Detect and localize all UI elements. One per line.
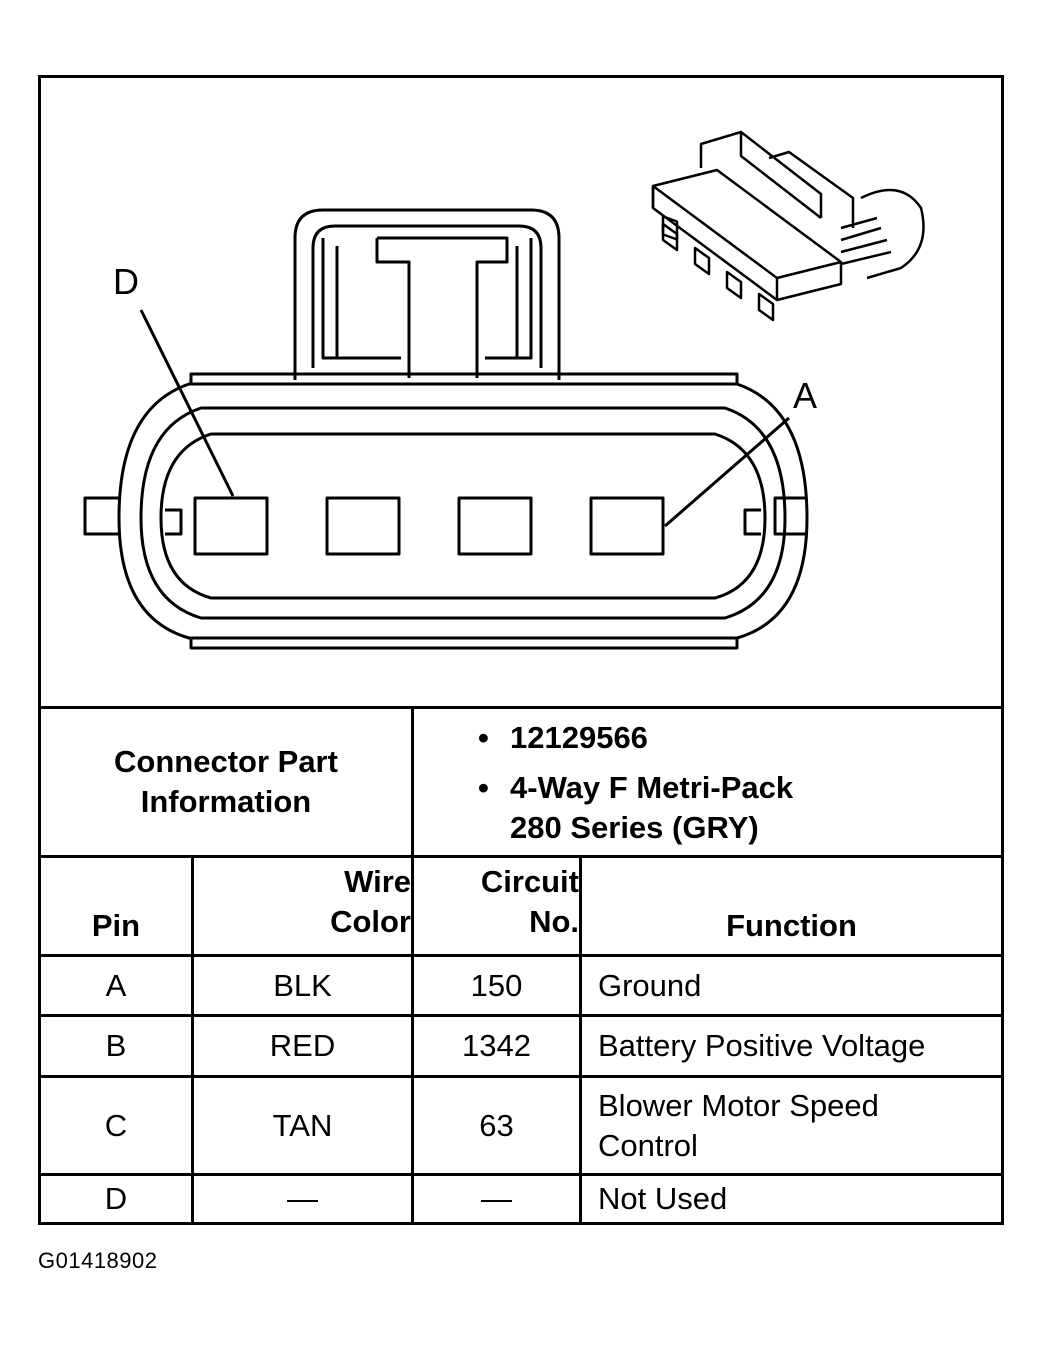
left-ear <box>83 496 119 536</box>
right-ear <box>773 496 807 536</box>
table-row-d-circuit: — <box>481 1181 512 1216</box>
header-circuit-no: Circuit No. <box>480 864 579 939</box>
table-row-b-wire-color: RED <box>269 1028 336 1063</box>
connector-part-number: • 12129566 <box>478 720 648 755</box>
table-row-d-function: Not Used <box>598 1181 728 1216</box>
header-pin: Pin <box>91 908 141 943</box>
pin-label-d: D <box>113 261 139 302</box>
connector-info-label: Connector Part Information <box>41 709 411 855</box>
iso-cavities <box>661 222 775 322</box>
pin-label-a: A <box>793 375 817 416</box>
connector-info-label-line2: Information <box>140 784 312 819</box>
table-row-a-wire-color: BLK <box>273 967 332 1003</box>
header-wire-color: Wire Color <box>330 864 411 939</box>
table-row-a-pin: A <box>105 967 127 1003</box>
table-row-d-pin: D <box>104 1181 128 1216</box>
connector-iso-view <box>651 130 925 302</box>
table-row-d-wire-color: — <box>287 1181 318 1216</box>
connector-info-list: • 12129566 • 4-Way F Metri-Pack 280 Seri… <box>416 710 996 848</box>
cavity-a <box>589 496 665 556</box>
cavity-b <box>457 496 533 556</box>
table-row-c-function: Blower Motor Speed Control <box>598 1087 879 1163</box>
diagram-frame: D A Connector Part Information • 1212956… <box>38 75 1004 1225</box>
connector-type: • 4-Way F Metri-Pack 280 Series (GRY) <box>478 770 794 845</box>
table-row-a-function: Ground <box>598 967 702 1003</box>
connector-face-drawing: D A <box>83 130 925 650</box>
leader-d <box>139 309 235 497</box>
figure-id: G01418902 <box>38 1248 158 1273</box>
connector-info-label-line1: Connector Part <box>114 744 338 779</box>
table-row-b-circuit: 1342 <box>462 1028 531 1063</box>
cavity-d <box>193 496 269 556</box>
latch-inner <box>311 224 543 368</box>
leader-a <box>664 416 790 528</box>
latch-t-bar <box>375 236 509 378</box>
latch-housing <box>293 208 561 380</box>
table-row-b-pin: B <box>105 1028 127 1063</box>
cavity-c <box>325 496 401 556</box>
connector-inner-shell <box>159 432 767 600</box>
connector-outer-shell <box>117 382 809 640</box>
table-row-c-wire-color: TAN <box>272 1107 333 1143</box>
table-row-a-circuit: 150 <box>470 967 523 1003</box>
table-row-c-pin: C <box>104 1107 128 1143</box>
table-row-c-circuit: 63 <box>479 1107 514 1143</box>
connector-mid-shell <box>139 406 787 620</box>
table-row-b-function: Battery Positive Voltage <box>598 1028 926 1063</box>
header-function: Function <box>726 908 857 943</box>
